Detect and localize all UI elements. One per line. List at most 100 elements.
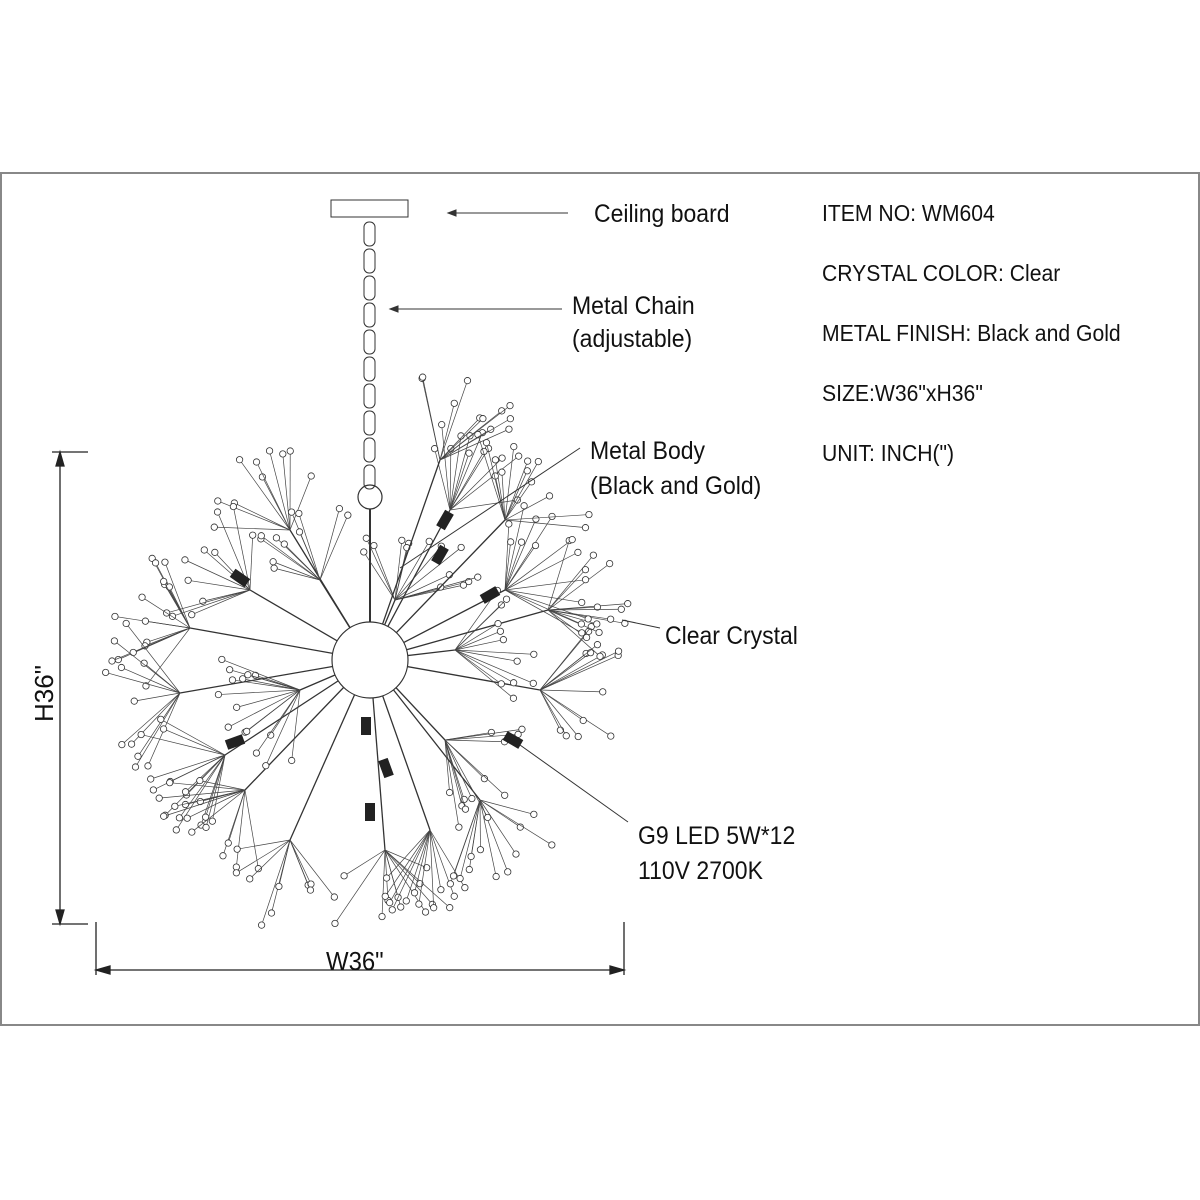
g9-bulb — [431, 544, 449, 566]
crystal-stem — [449, 448, 452, 511]
clear-crystal — [272, 534, 281, 542]
crystal-stem — [343, 849, 386, 877]
crystal-stem — [134, 692, 181, 702]
clear-crystal — [480, 775, 489, 783]
crystal-stem — [444, 728, 523, 741]
clear-crystal — [151, 559, 160, 567]
g9-bulb — [361, 717, 371, 735]
crystal-stem — [236, 689, 301, 708]
clear-crystal-label: Clear Crystal — [665, 622, 798, 650]
crystal-stem — [539, 626, 592, 691]
crystal-stem — [319, 508, 340, 581]
crystal-stem — [187, 789, 246, 819]
crystal-stem — [504, 481, 532, 521]
crystal-stem — [289, 839, 312, 885]
crystal-stem — [244, 789, 259, 869]
g9-bulb — [378, 757, 394, 779]
height-dimension-label: H36" — [29, 665, 59, 722]
clear-crystal — [465, 449, 473, 457]
crystal-stem — [504, 505, 525, 591]
clear-crystal — [498, 468, 506, 476]
clear-crystal — [506, 401, 514, 410]
clear-crystal — [457, 543, 465, 552]
crystal-stem — [547, 609, 611, 620]
chain-link — [363, 383, 376, 409]
clear-crystal — [577, 620, 585, 628]
clear-crystal — [498, 454, 506, 462]
clear-crystal — [467, 852, 475, 861]
crystal-stem — [272, 561, 321, 581]
clear-crystal — [468, 794, 476, 803]
bulb-spec-line2: 110V 2700K — [638, 857, 763, 885]
crystal-stem — [221, 659, 301, 691]
crystal-stem — [298, 513, 321, 581]
crystal-stem — [439, 417, 481, 461]
crystal-stem — [547, 609, 600, 633]
clear-crystal — [457, 432, 465, 440]
crystal-stem — [146, 627, 191, 643]
spec-metal-finish: METAL FINISH: Black and Gold — [822, 320, 1121, 346]
clear-crystal — [188, 828, 196, 836]
clear-crystal — [502, 595, 511, 603]
clear-crystal — [596, 652, 604, 660]
clear-crystal — [460, 795, 468, 804]
clear-crystal — [130, 697, 138, 705]
crystal-stem — [444, 739, 466, 810]
clear-crystal — [581, 576, 590, 584]
clear-crystal — [306, 886, 315, 894]
spec-item-no: ITEM NO: WM604 — [822, 200, 995, 226]
clear-crystal — [131, 763, 140, 771]
clear-crystal — [275, 882, 283, 891]
crystal-stem — [105, 672, 181, 694]
clear-crystal — [161, 558, 169, 566]
clear-crystal — [160, 577, 168, 586]
clear-crystal — [335, 505, 344, 513]
crystal-stem — [449, 432, 483, 511]
clear-crystal — [463, 377, 472, 385]
clear-crystal — [402, 897, 410, 905]
clear-crystal — [188, 611, 196, 619]
crystal-stem — [459, 799, 481, 879]
crystal-stem — [539, 689, 567, 736]
clear-crystal — [430, 904, 438, 912]
crystal-stem — [212, 754, 226, 822]
clear-crystal — [479, 415, 487, 423]
chain-link — [363, 275, 376, 301]
clear-crystal — [166, 779, 174, 787]
clear-crystal — [229, 502, 237, 511]
clear-crystal — [257, 532, 265, 540]
crystal-stem — [191, 589, 251, 616]
crystal-stem — [434, 448, 451, 511]
clear-crystal — [134, 752, 142, 760]
clear-crystal — [129, 648, 137, 657]
g9-bulb — [365, 803, 375, 821]
clear-crystal — [510, 679, 518, 687]
crystal-stem — [217, 500, 291, 531]
clear-crystal — [504, 868, 512, 876]
metal-body — [102, 373, 632, 929]
crystal-stem — [135, 692, 181, 768]
crystal-stem — [444, 739, 463, 806]
crystal-stem — [249, 535, 254, 591]
crystal-stem — [163, 581, 191, 629]
clear-crystal — [461, 884, 469, 892]
clear-crystal — [446, 880, 454, 888]
crystal-stem — [384, 829, 431, 897]
crystal-stem — [504, 589, 582, 634]
crystal-stem — [256, 461, 291, 531]
metal-chain-label: Metal Chain — [572, 292, 695, 320]
clear-crystal — [224, 723, 232, 731]
crystal-stem — [504, 589, 589, 620]
crystal-stem — [449, 499, 518, 511]
crystal-stem — [233, 506, 251, 591]
clear-crystal — [593, 620, 601, 628]
crystal-stem — [414, 829, 431, 893]
clear-crystal — [307, 472, 315, 480]
clear-crystal — [147, 775, 155, 783]
crystal-stem — [547, 554, 594, 611]
crystal-stem — [486, 442, 506, 521]
clear-crystal — [548, 512, 556, 521]
crystal-stem — [444, 739, 505, 796]
crystal-stem — [137, 692, 181, 757]
